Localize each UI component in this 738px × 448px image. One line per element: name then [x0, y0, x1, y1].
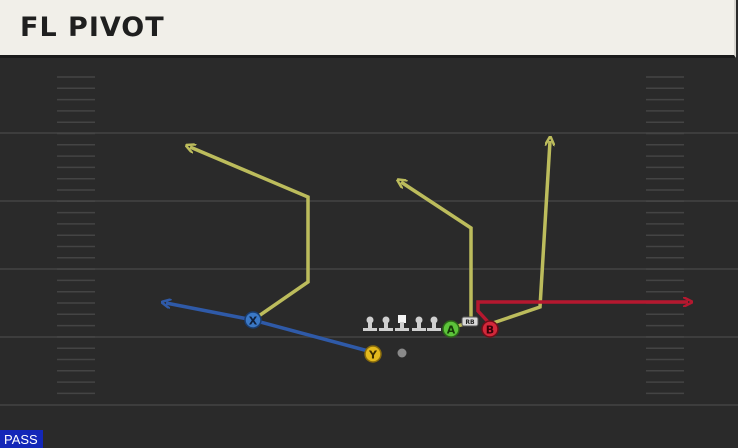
routes: [166, 141, 688, 354]
play-type-badge: PASS: [0, 430, 43, 448]
player-x-label: X: [249, 315, 258, 328]
route-a: [401, 182, 473, 330]
player-rb-label: RB: [465, 319, 475, 326]
lineman: [379, 316, 393, 331]
player-a[interactable]: A: [442, 320, 460, 338]
lineman: [427, 316, 441, 331]
play-header: FL PIVOT: [0, 0, 736, 58]
route-rb: [476, 302, 688, 326]
quarterback-marker: [397, 348, 407, 358]
center: [395, 315, 409, 331]
player-b-label: B: [486, 324, 494, 337]
player-y[interactable]: Y: [364, 345, 382, 363]
lineman: [363, 316, 377, 331]
route-b: [489, 141, 550, 326]
player-rb[interactable]: RB: [461, 316, 479, 327]
lineman: [412, 316, 426, 331]
play-field: X Y A RB B: [0, 61, 738, 448]
player-a-label: A: [447, 324, 456, 337]
route-x-pivot: [190, 147, 310, 322]
player-b[interactable]: B: [481, 320, 499, 338]
offensive-line: [363, 315, 441, 331]
play-diagram: X Y A RB B: [0, 76, 738, 406]
player-y-label: Y: [368, 349, 378, 362]
player-x[interactable]: X: [244, 311, 262, 329]
yard-lines: [0, 132, 738, 406]
play-title: FL PIVOT: [20, 12, 165, 43]
